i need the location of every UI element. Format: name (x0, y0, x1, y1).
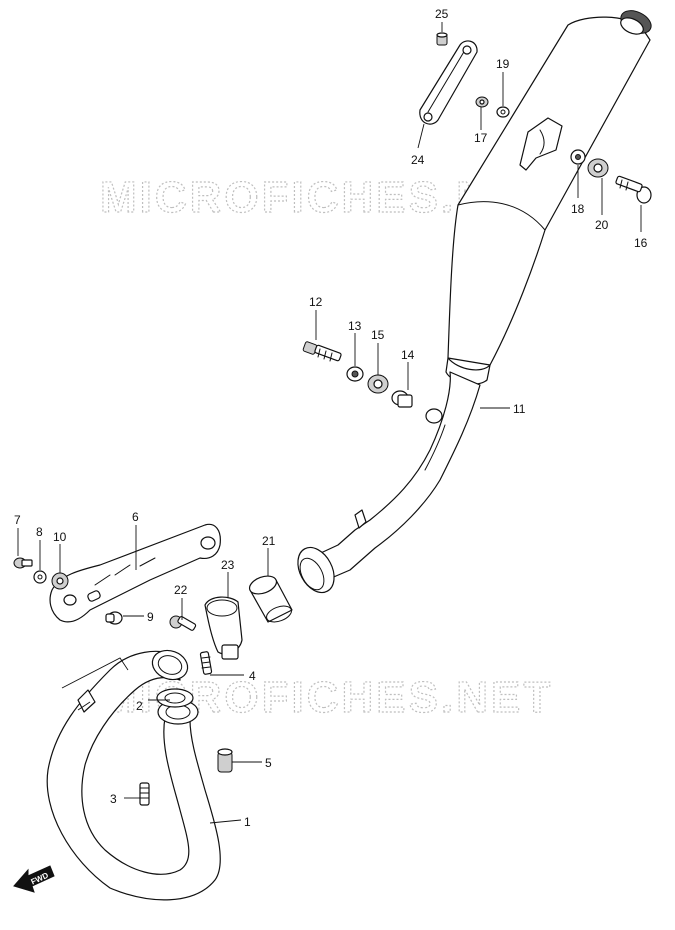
washer-13[interactable] (346, 366, 364, 382)
nut[interactable] (217, 748, 233, 773)
callout-12: 12 (309, 295, 323, 309)
callout-20: 20 (595, 218, 609, 232)
leader-lines (17, 22, 642, 824)
collar-9[interactable] (105, 611, 123, 625)
bolt-7[interactable] (13, 557, 33, 569)
bolt-12[interactable] (302, 341, 342, 362)
callout-5: 5 (265, 756, 272, 770)
callout-labels: 1 2 3 4 5 6 7 8 9 10 11 12 13 14 15 16 1… (14, 7, 648, 829)
callout-4: 4 (249, 669, 256, 683)
muffler-hanger-bracket[interactable] (419, 40, 478, 125)
callout-9: 9 (147, 610, 154, 624)
callout-3: 3 (110, 792, 117, 806)
callout-15: 15 (371, 328, 385, 342)
callout-1: 1 (244, 815, 251, 829)
washer-19[interactable] (496, 106, 510, 118)
callout-2: 2 (136, 699, 143, 713)
callout-8: 8 (36, 525, 43, 539)
callout-21: 21 (262, 534, 276, 548)
washer-17[interactable] (475, 96, 489, 108)
stud[interactable] (199, 651, 213, 675)
bolt-22[interactable] (169, 615, 197, 631)
callout-7: 7 (14, 513, 21, 527)
connector-pipe[interactable] (247, 573, 294, 625)
callout-11: 11 (513, 402, 526, 416)
callout-6: 6 (132, 510, 139, 524)
heat-shield-bracket[interactable] (49, 523, 221, 623)
callout-22: 22 (174, 583, 188, 597)
callout-24: 24 (411, 153, 425, 167)
callout-16: 16 (634, 236, 648, 250)
fwd-arrow-icon: FWD (13, 865, 55, 893)
cushion-15[interactable] (367, 374, 389, 394)
callout-25: 25 (435, 7, 449, 21)
gasket[interactable] (156, 688, 194, 708)
collar-14[interactable] (391, 390, 413, 408)
callout-23: 23 (221, 558, 235, 572)
callout-10: 10 (53, 530, 67, 544)
stud-bolt[interactable] (139, 782, 150, 806)
callout-17: 17 (474, 131, 488, 145)
clamp[interactable] (204, 596, 243, 660)
callout-19: 19 (496, 57, 510, 71)
washer-8[interactable] (33, 570, 47, 584)
cushion-10[interactable] (51, 572, 69, 590)
callout-14: 14 (401, 348, 415, 362)
callout-13: 13 (348, 319, 362, 333)
cushion-20[interactable] (587, 158, 609, 178)
callout-18: 18 (571, 202, 585, 216)
muffler[interactable] (291, 6, 655, 599)
fwd-label: FWD (30, 871, 51, 887)
bolt-16[interactable] (615, 175, 652, 204)
washer-18[interactable] (570, 149, 586, 165)
nut-25[interactable] (436, 32, 448, 46)
